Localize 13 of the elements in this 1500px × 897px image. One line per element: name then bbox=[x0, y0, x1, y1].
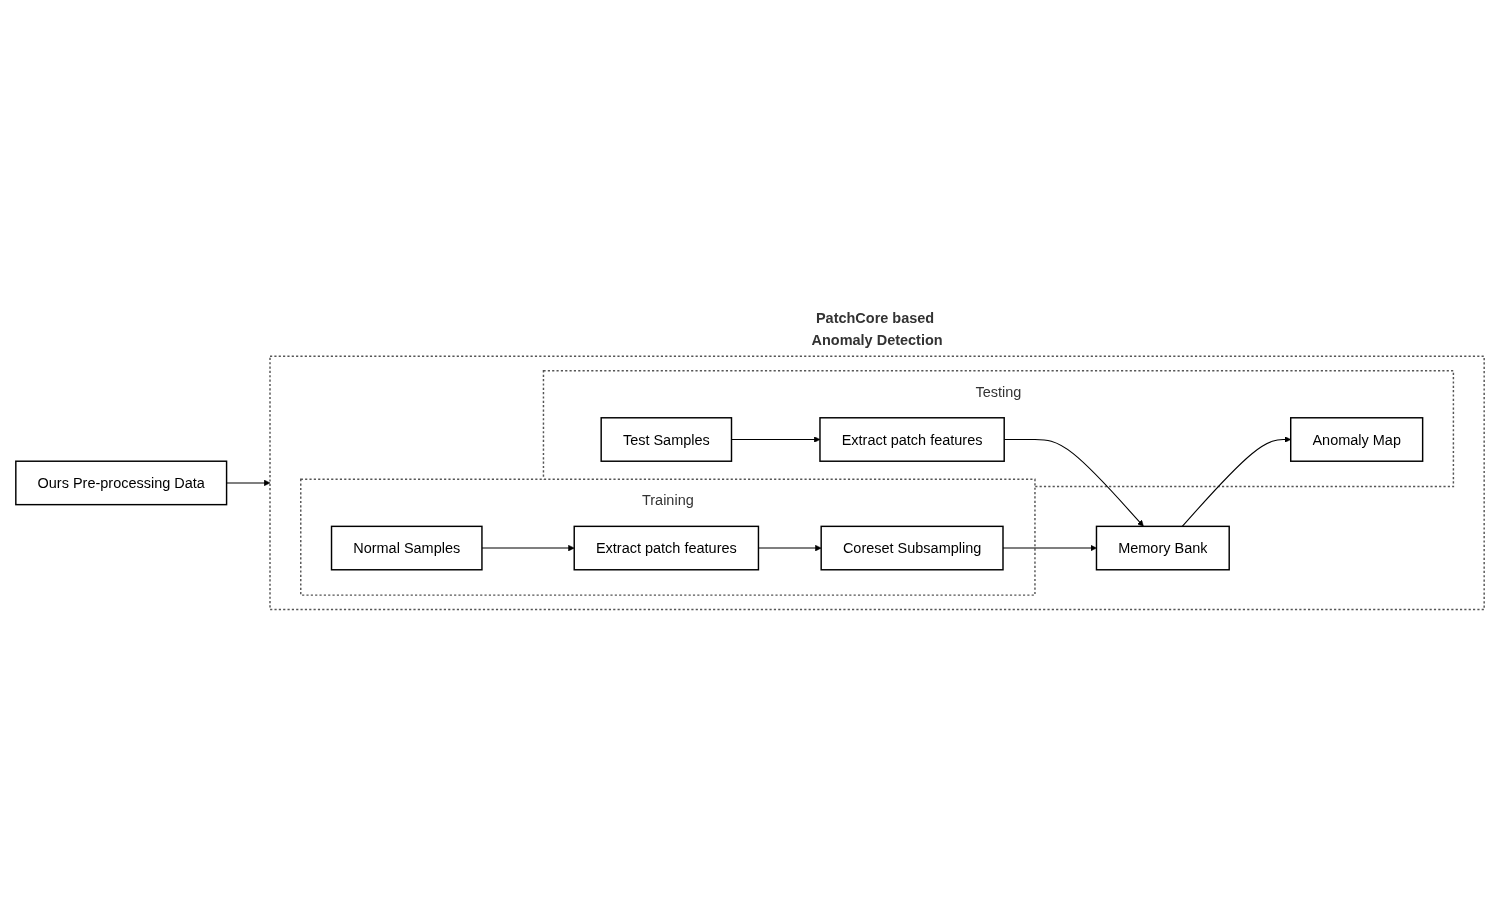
node-label: PatchCore based Anomaly Detection bbox=[811, 310, 943, 348]
cluster bbox=[269, 355, 1485, 611]
node-box: Test Samples bbox=[600, 417, 733, 463]
node-box: Anomaly Map bbox=[1290, 417, 1424, 463]
node-box: Normal Samples bbox=[330, 525, 483, 571]
node-box: Coreset Subsampling bbox=[820, 525, 1004, 571]
node-box: Ours Pre-processing Data bbox=[15, 460, 228, 506]
arrow bbox=[481, 545, 575, 552]
node-box: Extract patch features bbox=[573, 525, 760, 571]
node-box: Extract patch features bbox=[819, 417, 1005, 463]
arrow bbox=[226, 480, 271, 487]
arrow bbox=[1181, 436, 1291, 528]
node-box: Memory Bank bbox=[1095, 525, 1230, 571]
